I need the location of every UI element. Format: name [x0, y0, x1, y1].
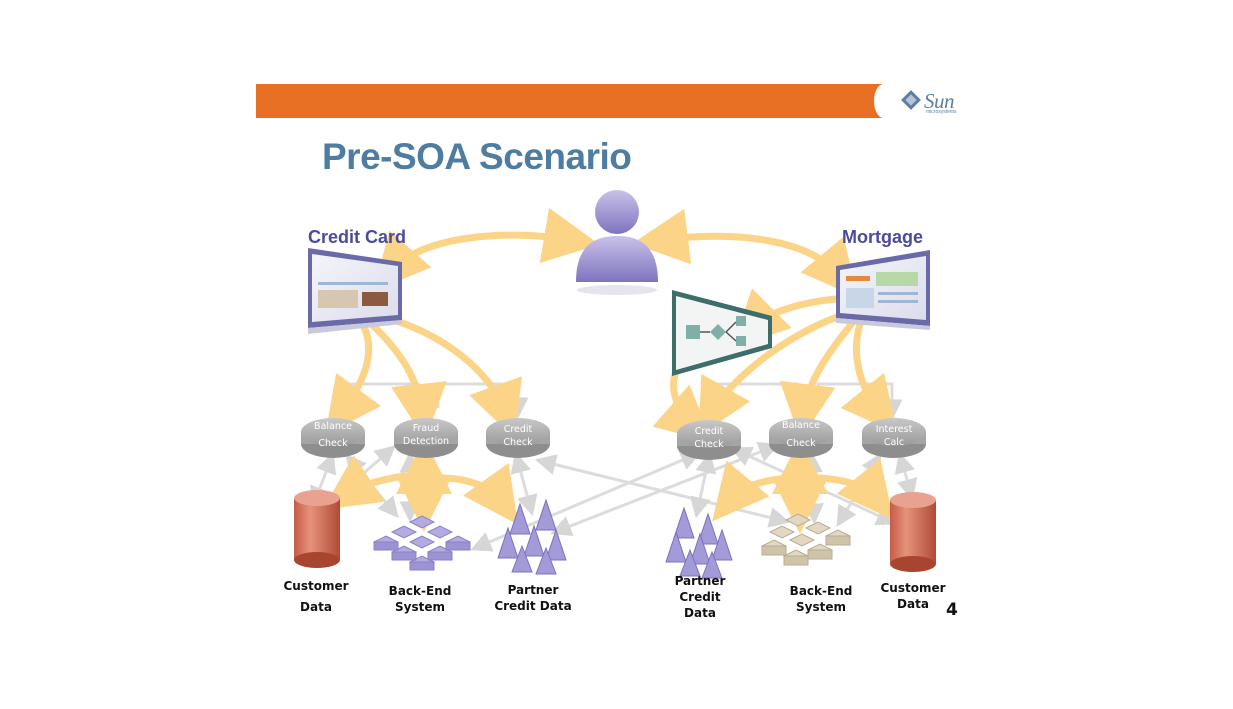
page-number: 4 [946, 600, 958, 620]
bracket-right-2 [816, 382, 903, 421]
link-rbal-backend [801, 451, 825, 525]
credit-card-heading: Credit Card [308, 227, 407, 247]
credit-card-window-icon [308, 248, 402, 334]
sun-logo: Sun microsystems [901, 89, 972, 117]
flow-rbal-partner [712, 460, 794, 522]
gray-links [310, 382, 918, 552]
link-interest-cust [894, 451, 918, 501]
header-accent-bar [256, 84, 882, 118]
logo-text: Sun [924, 89, 955, 113]
service-disc-left-credit [486, 418, 550, 458]
back-end-system-left-icon [372, 515, 472, 571]
flow-rbal-cust [816, 458, 894, 520]
link-rcredit-partner [689, 451, 717, 519]
partner-credit-data-left-icon [497, 498, 567, 575]
bracket-left-2 [436, 382, 529, 419]
mortgage-window-icon [836, 250, 930, 330]
flow-user-mortgage [632, 208, 858, 298]
customer-data-cylinder-left-icon [294, 490, 340, 568]
logo-subtext: microsystems [926, 109, 957, 115]
link-credit-partner [510, 451, 538, 517]
service-disc-left-balance [301, 418, 365, 458]
flow-cc-fraud [361, 314, 447, 440]
flow-mort-rbalance [779, 312, 862, 440]
process-flow-icon [672, 290, 772, 376]
flow-fraud-partner [436, 462, 519, 525]
back-end-system-right-icon [760, 513, 852, 566]
customer-data-cylinder-right-icon [890, 492, 936, 572]
flow-mort-interest [840, 314, 898, 434]
service-disc-left-fraud [394, 418, 458, 458]
user-icon [576, 190, 658, 295]
service-disc-right-interest [862, 418, 926, 458]
yellow-flows [322, 207, 898, 534]
mortgage-heading: Mortgage [842, 227, 923, 247]
flow-user-creditcard [373, 207, 600, 292]
header-bar-notch [874, 84, 890, 118]
service-disc-right-credit [677, 420, 741, 460]
slide-title: Pre-SOA Scenario [322, 136, 632, 177]
flow-cc-balance [325, 316, 382, 435]
flow-mort-rcredit [698, 308, 856, 437]
service-discs [301, 418, 926, 460]
service-disc-right-balance [769, 418, 833, 458]
partner-credit-data-right-icon [665, 506, 733, 579]
